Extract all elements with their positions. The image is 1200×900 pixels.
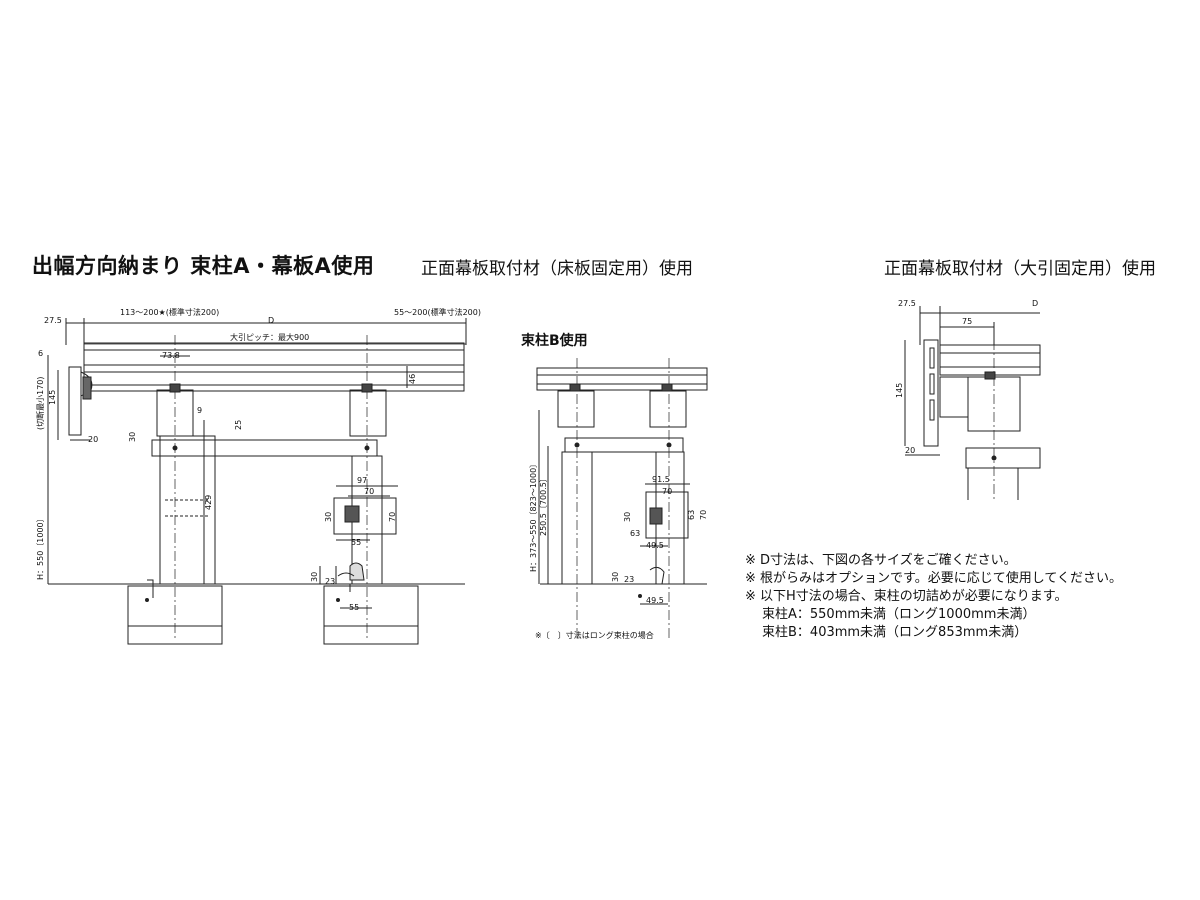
note-1: ※ D寸法は、下図の各サイズをご確ください。: [745, 553, 1017, 568]
dim-a-20: 20: [88, 435, 98, 444]
dim-a-55a: 55: [351, 538, 361, 547]
note-4: 束柱A：550mm未満（ロング1000mm未満）: [762, 607, 1036, 622]
dims-a: 27.5 113～200★(標準寸法200) D 55～200(標準寸法200)…: [35, 307, 481, 612]
subtitle-right: 正面幕板取付材（大引固定用）使用: [884, 259, 1156, 279]
dim-a-145: 145: [48, 390, 57, 405]
dim-a-97: 97: [357, 476, 367, 485]
dim-b-915: 91.5: [652, 475, 670, 484]
drawing-b: [536, 358, 708, 640]
dim-r-D: D: [1032, 299, 1038, 308]
dim-a-30a: 30: [128, 432, 137, 442]
dim-a-30c: 30: [310, 572, 319, 582]
drawing-right: [904, 306, 1041, 500]
dim-a-429: 429: [204, 495, 213, 510]
dim-r-145: 145: [895, 383, 904, 398]
dim-r-75: 75: [962, 317, 972, 326]
dim-b-70a: 70: [662, 487, 672, 496]
dim-a-pitch: 大引ピッチ：最大900: [230, 332, 309, 342]
dim-b-63b: 63: [630, 529, 640, 538]
dim-b-495a: 49.5: [646, 541, 664, 550]
dim-b-495b: 49.5: [646, 596, 664, 605]
dim-b-2505: 250.5〔700.5〕: [539, 474, 548, 536]
dim-a-H: H：550〔1000〕: [36, 514, 45, 580]
dim-a-275: 27.5: [44, 316, 62, 325]
dim-b-footnote: ※〔 〕寸法はロング束柱の場合: [535, 630, 654, 640]
dim-r-20: 20: [905, 446, 915, 455]
dim-a-9: 9: [197, 406, 202, 415]
dim-a-113: 113～200★(標準寸法200): [120, 307, 219, 317]
dim-a-738: 73.8: [162, 351, 180, 360]
dim-b-30: 30: [623, 512, 632, 522]
dim-b-H: H：373～550〔823～1000〕: [529, 460, 538, 572]
dim-b-30b: 30: [611, 572, 620, 582]
note-2: ※ 根がらみはオプションです。必要に応じて使用してください。: [745, 571, 1122, 586]
dim-b-70b: 70: [699, 510, 708, 520]
dim-a-55b: 55: [349, 603, 359, 612]
note-5: 束柱B：403mm未満（ロング853mm未満）: [762, 625, 1028, 640]
dim-a-46: 46: [408, 374, 417, 384]
dim-a-30b: 30: [324, 512, 333, 522]
dims-b: 束柱B使用 H：373～550〔823～1000〕 250.5〔700.5〕 9…: [521, 332, 708, 640]
dim-a-55-200: 55～200(標準寸法200): [394, 307, 481, 317]
main-title: 出幅方向納まり 束柱A・幕板A使用: [32, 254, 375, 278]
dim-a-6: 6: [38, 349, 43, 358]
note-3: ※ 以下H寸法の場合、束柱の切詰めが必要になります。: [745, 589, 1068, 604]
subtitle-left: 正面幕板取付材（床板固定用）使用: [421, 259, 693, 279]
drawing-a: [47, 318, 467, 645]
dims-right: 27.5 D 75 145 20: [895, 299, 1038, 455]
dim-a-D: D: [268, 316, 274, 325]
dim-a-23: 23: [325, 577, 335, 586]
dim-a-25: 25: [234, 420, 243, 430]
dim-a-70b: 70: [388, 512, 397, 522]
section-b-label: 束柱B使用: [521, 332, 588, 349]
dim-r-275: 27.5: [898, 299, 916, 308]
dim-b-23: 23: [624, 575, 634, 584]
notes-block: ※ D寸法は、下図の各サイズをご確ください。 ※ 根がらみはオプションです。必要…: [745, 552, 1122, 642]
dim-b-63a: 63: [687, 510, 696, 520]
dim-a-cut: (切断最小170): [35, 376, 45, 430]
dim-a-70a: 70: [364, 487, 374, 496]
